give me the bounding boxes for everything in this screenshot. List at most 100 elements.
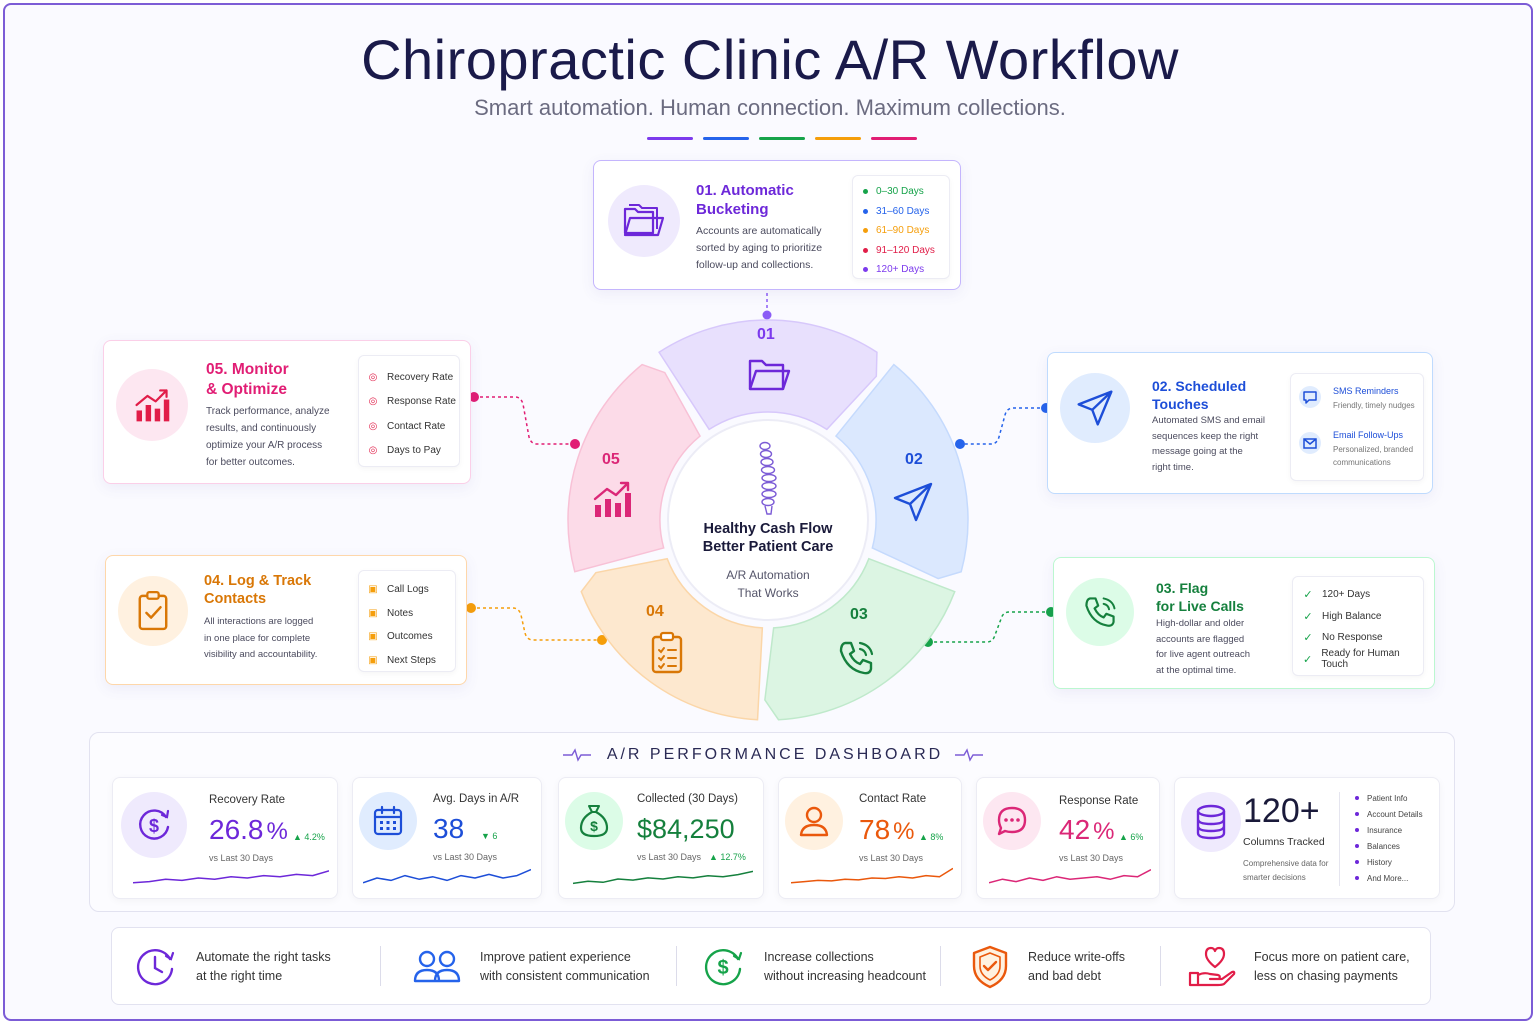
center-subtitle-line: That Works	[737, 586, 799, 600]
bullet-dot	[1355, 860, 1359, 864]
desc-line: visibility and accountability.	[204, 649, 318, 660]
columns-list-item: Insurance	[1355, 822, 1423, 838]
metric-value-number: 38	[433, 813, 465, 844]
aging-bucket-item: 31–60 Days	[863, 202, 949, 222]
center-subtitle-line: A/R Automation	[726, 568, 810, 582]
step-03-title: 03. Flag for Live Calls	[1156, 579, 1244, 615]
flag-criteria-item: ✓120+ Days	[1302, 584, 1423, 606]
desc-line: message going at the	[1152, 446, 1243, 457]
columns-list-label: Patient Info	[1367, 793, 1408, 803]
metric-delta: ▲ 6%	[1119, 832, 1144, 842]
step-05-icon-circle	[116, 369, 188, 441]
metric-label: Avg. Days in A/R	[433, 793, 520, 805]
flag-criteria-item: ✓Ready for Human Touch	[1302, 648, 1423, 670]
bullet-dot	[863, 189, 868, 195]
send-icon	[893, 482, 933, 522]
flag-criteria-label: No Response	[1322, 632, 1383, 644]
step-title-line: & Optimize	[206, 381, 287, 398]
desc-line: Automated SMS and email	[1152, 415, 1266, 426]
contact-log-label: Outcomes	[387, 631, 433, 643]
metric-value: 38	[433, 813, 464, 845]
metric-delta: ▲ 12.7%	[709, 852, 746, 862]
benefit-line: Increase collections	[764, 950, 874, 964]
metric-value: 26.8%	[209, 814, 288, 846]
aging-bucket-label: 120+ Days	[876, 264, 925, 276]
metric-delta: ▲ 4.2%	[293, 832, 325, 842]
step-04-title: 04. Log & Track Contacts	[204, 572, 311, 608]
step-05-card: 05. Monitor & Optimize Track performance…	[103, 340, 471, 484]
desc-line: in one place for complete	[204, 632, 311, 644]
metric-sparkline	[791, 867, 953, 884]
folders-icon	[623, 204, 665, 237]
metric-vs: vs Last 30 Days	[637, 852, 702, 862]
segment-num-04: 04	[646, 603, 664, 620]
desc-line: optimize your A/R process	[206, 440, 323, 451]
log-entry-icon: ▣	[368, 631, 378, 643]
metric-sparkline	[989, 868, 1151, 884]
user-icon	[799, 806, 829, 837]
step-04-card: 04. Log & Track Contacts All interaction…	[105, 555, 467, 685]
benefit-line: Focus more on patient care,	[1254, 950, 1410, 964]
contact-log-item: ▣Next Steps	[367, 649, 455, 673]
step-02-description: Automated SMS and email sequences keep t…	[1152, 413, 1286, 475]
aging-bucket-label: 91–120 Days	[876, 244, 935, 256]
bullet-dot	[1355, 876, 1359, 880]
columns-list-item: Balances	[1355, 838, 1423, 854]
step-title-line: 04. Log & Track	[204, 573, 312, 589]
monitor-metrics-list: ◎Recovery Rate◎Response Rate◎Contact Rat…	[358, 355, 460, 467]
svg-text:$: $	[717, 957, 728, 979]
metric-label: Contact Rate	[859, 793, 927, 805]
desc-line: All interactions are logged	[204, 616, 314, 627]
money-bag-icon: $	[579, 805, 609, 838]
metric-icon-circle: $	[121, 792, 187, 858]
contact-log-list: ▣Call Logs▣Notes▣Outcomes▣Next Steps	[358, 570, 456, 672]
metric-delta: ▼ 6	[481, 831, 498, 841]
desc-line: Track performance, analyze	[206, 406, 330, 417]
monitor-metric-label: Contact Rate	[387, 420, 446, 432]
dollar-refresh-icon: $	[139, 809, 170, 840]
benefit-item-patient-care: Focus more on patient care, less on chasi…	[1188, 928, 1410, 1006]
target-check-icon: ◎	[368, 420, 378, 432]
pulse-icon	[955, 748, 984, 762]
chat-bubble-icon	[997, 806, 1027, 836]
bullet-dot	[863, 247, 868, 253]
connector-lines	[466, 293, 1056, 647]
metric-unit: %	[266, 818, 288, 845]
metric-label: Response Rate	[1059, 795, 1139, 807]
wheel-segment-05	[567, 363, 701, 573]
database-icon	[1196, 804, 1226, 840]
desc-line: results, and continuously	[206, 423, 317, 434]
page-subtitle: Smart automation. Human connection. Maxi…	[474, 95, 1066, 120]
contact-log-label: Notes	[387, 607, 414, 619]
metric-delta: ▲ 8%	[919, 832, 944, 842]
columns-list-item: And More...	[1355, 870, 1423, 886]
chart-icon	[593, 481, 631, 517]
metric-value: 42%	[1059, 814, 1115, 846]
columns-desc-line: smarter decisions	[1243, 873, 1306, 882]
segment-num-02: 02	[905, 451, 923, 468]
aging-bucket-item: 120+ Days	[863, 260, 949, 280]
accent-bar	[703, 137, 749, 140]
sms-reminders-title: SMS Reminders	[1333, 386, 1399, 396]
columns-list-label: Account Details	[1367, 809, 1423, 819]
contact-log-label: Next Steps	[387, 654, 436, 666]
flag-criteria-item: ✓No Response	[1302, 627, 1423, 649]
accent-bar	[871, 137, 917, 140]
center-subtitle: A/R Automation That Works	[668, 566, 868, 602]
step-05-title: 05. Monitor & Optimize	[206, 360, 289, 400]
metric-value: $84,250	[637, 814, 735, 845]
benefit-line: less on chasing payments	[1254, 969, 1398, 983]
step-title-line: for Live Calls	[1156, 598, 1244, 614]
desc-line: for live agent outreach	[1156, 649, 1251, 660]
benefit-line: Reduce write-offs	[1028, 950, 1126, 964]
step-01-description: Accounts are automatically sorted by agi…	[696, 223, 846, 274]
step-title-line: Contacts	[204, 591, 267, 607]
sparkline-path	[363, 868, 531, 884]
step-04-description: All interactions are logged in one place…	[204, 614, 354, 664]
metric-vs: vs Last 30 Days	[209, 853, 274, 863]
